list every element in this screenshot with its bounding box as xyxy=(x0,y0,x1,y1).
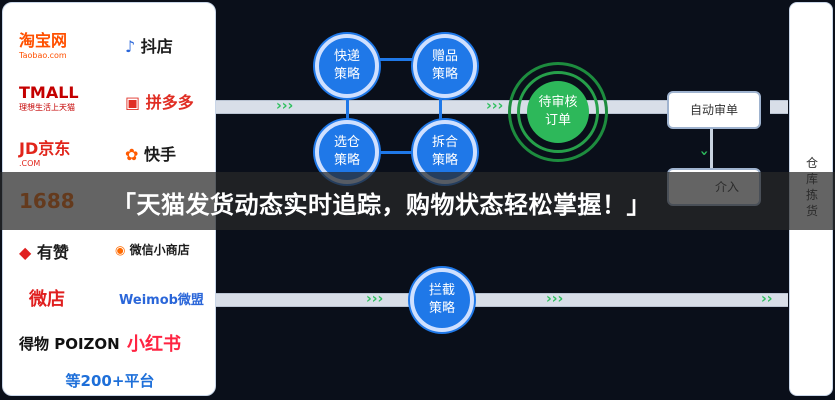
headline-text: 「天猫发货动态实时追踪，购物状态轻松掌握！」 xyxy=(112,191,651,219)
tmall-logo: TMALL 理想生活上天猫 xyxy=(19,83,79,113)
taobao-name: 淘宝网 xyxy=(19,31,68,50)
bottom-flow-rail: ››› ››› ›› xyxy=(216,291,788,307)
express-strategy-node: 快递策略 xyxy=(315,34,379,98)
taobao-logo: 淘宝网 Taobao.com xyxy=(19,27,67,60)
youzan-logo: ◆ 有赞 xyxy=(19,239,69,263)
kuaishou-name: 快手 xyxy=(143,145,176,164)
xiaohongshu-logo: 小红书 xyxy=(127,330,181,356)
poizon-name: 得物 POIZON xyxy=(19,335,120,353)
tmall-name: TMALL xyxy=(19,83,79,102)
jd-name: JD京东 xyxy=(19,139,71,158)
pending-order-rings xyxy=(508,62,608,162)
more-platforms-label: 等200+平台 xyxy=(65,372,155,390)
kuaishou-icon: ✿ xyxy=(125,145,139,164)
tmall-sub: 理想生活上天猫 xyxy=(19,103,75,112)
arrow-down-icon: › xyxy=(695,150,712,156)
pinduoduo-name: 拼多多 xyxy=(145,93,194,112)
wechat-store-logo: ◉ 微信小商店 xyxy=(115,241,190,258)
poizon-logo: 得物 POIZON xyxy=(19,333,120,354)
express-strategy-label: 快递策略 xyxy=(333,49,360,82)
douyin-name: 抖店 xyxy=(140,37,173,56)
pinduoduo-icon: ▣ xyxy=(125,93,141,112)
intercept-strategy-node: 拦截策略 xyxy=(410,268,474,332)
auto-review-label: 自动审单 xyxy=(689,103,738,117)
pending-order-label: 待审核订单 xyxy=(538,95,578,128)
arrow-right-icon: ››› xyxy=(546,291,564,307)
strategy-connector-frame xyxy=(346,58,442,154)
arrow-right-icon: ››› xyxy=(276,98,294,114)
youzan-icon: ◆ xyxy=(19,243,32,262)
top-rail-start xyxy=(218,112,242,118)
intercept-strategy-label: 拦截策略 xyxy=(428,283,455,316)
arrow-right-icon: ›› xyxy=(761,291,773,307)
douyin-logo: ♪ 抖店 xyxy=(125,33,173,57)
arrow-right-icon: ››› xyxy=(366,291,384,307)
headline-banner xyxy=(0,172,835,230)
pending-order-node: 待审核订单 xyxy=(527,81,589,143)
wechat-store-name: 微信小商店 xyxy=(129,243,190,257)
taobao-sub: Taobao.com xyxy=(19,51,67,60)
pinduoduo-logo: ▣ 拼多多 xyxy=(125,89,194,113)
weimob-logo: Weimob微盟 xyxy=(119,289,204,308)
gift-strategy-label: 赠品策略 xyxy=(431,49,458,82)
warehouse-strategy-label: 选仓策略 xyxy=(333,135,360,168)
weimob-name: Weimob微盟 xyxy=(119,293,204,308)
wechat-store-icon: ◉ xyxy=(115,243,126,257)
arrow-right-icon: ››› xyxy=(486,98,504,114)
jd-sub: .COM xyxy=(19,159,41,168)
auto-review-box: 自动审单 xyxy=(667,91,761,129)
xiaohongshu-name: 小红书 xyxy=(127,334,181,355)
douyin-icon: ♪ xyxy=(125,37,136,56)
split-merge-strategy-label: 拆合策略 xyxy=(431,135,458,168)
weidian-name: 微店 xyxy=(29,289,65,310)
jd-logo: JD京东 .COM xyxy=(19,135,70,168)
auto-review-connector xyxy=(710,129,713,169)
kuaishou-logo: ✿ 快手 xyxy=(125,141,176,165)
gift-strategy-node: 赠品策略 xyxy=(413,34,477,98)
right-connector-rail xyxy=(770,100,788,114)
weidian-logo: 微店 xyxy=(29,285,65,311)
youzan-name: 有赞 xyxy=(36,243,69,262)
